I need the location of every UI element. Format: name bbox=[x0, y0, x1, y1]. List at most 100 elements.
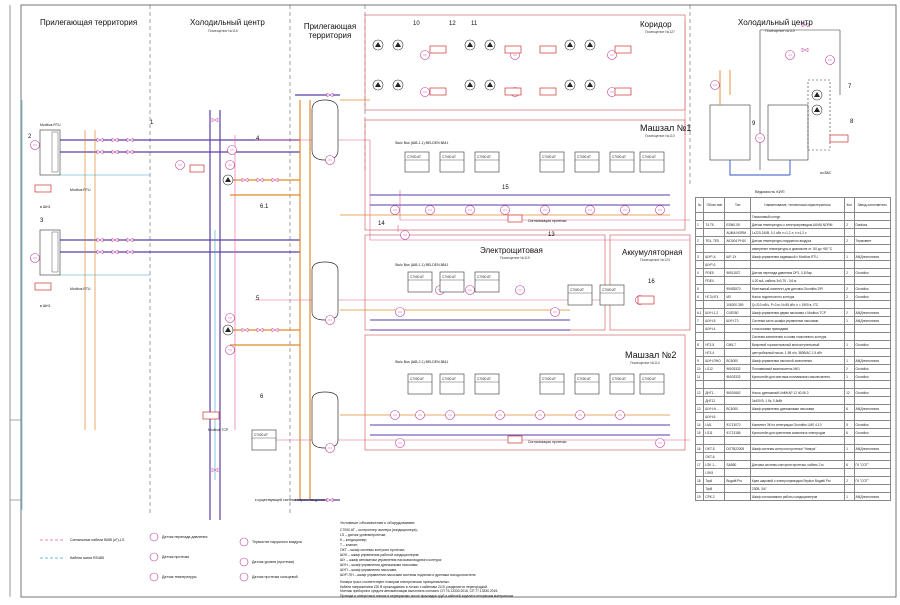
table-cell: АМДтехнологии bbox=[853, 356, 892, 365]
callout-number: 6 bbox=[260, 394, 264, 400]
table-cell bbox=[703, 300, 726, 309]
pump-icon bbox=[372, 39, 384, 51]
table-cell bbox=[844, 276, 855, 285]
modbus-rtu-label-3: Modbus RTU bbox=[40, 123, 61, 127]
sensor-icon bbox=[425, 205, 435, 215]
table-cell: Датчики системы контроля протечки, кабел… bbox=[749, 460, 846, 469]
callout-number: 4 bbox=[256, 136, 260, 142]
table-cell: Т4.Т5 bbox=[703, 220, 726, 229]
table-cell: Поплавковый выключатель MK1 bbox=[749, 364, 846, 373]
table-cell: 6.1 bbox=[694, 308, 705, 317]
table-cell bbox=[703, 284, 726, 293]
rs485-cables bbox=[21, 100, 216, 510]
cabinet-icon bbox=[34, 282, 52, 291]
table-cell: Grundfos bbox=[853, 292, 892, 301]
table-cell: Кронштейн для крепления комплекта электр… bbox=[749, 428, 846, 437]
callout-number: 3 bbox=[40, 218, 44, 224]
table-cell: 91713186 bbox=[724, 428, 751, 437]
legend-sensor-icon bbox=[239, 572, 249, 582]
control-cabinets bbox=[34, 45, 849, 444]
table-cell: 96003332 bbox=[724, 372, 751, 381]
table-cell bbox=[724, 452, 751, 461]
table-cell: 2 bbox=[844, 476, 855, 485]
cabinet-icon bbox=[429, 87, 447, 96]
table-cell: 2 bbox=[694, 236, 705, 245]
table-cell bbox=[853, 260, 892, 269]
sensor-icon bbox=[515, 285, 525, 295]
legend-item: Датчик температуры bbox=[162, 575, 197, 579]
table-cell: 2 bbox=[844, 268, 855, 277]
table-cell: СРК-2 bbox=[703, 492, 726, 501]
table-row: Гликоливый контур bbox=[694, 212, 892, 221]
controller-label: C7000 AT bbox=[542, 155, 556, 159]
valve-icon bbox=[326, 92, 334, 98]
sensor-icon bbox=[655, 438, 665, 448]
sensor-icon bbox=[400, 230, 410, 240]
legend-note: ШУ – шкаф автоматики управления насосами… bbox=[340, 558, 442, 562]
valve-icon bbox=[126, 149, 134, 155]
sensor-icon bbox=[225, 345, 235, 355]
controller-label: C7000 AT bbox=[642, 155, 656, 159]
table-row: ШУР-Б bbox=[694, 260, 892, 269]
callout-number: 5 bbox=[256, 296, 260, 302]
table-cell bbox=[749, 380, 846, 389]
table-cell: Шкаф управления задвижкой с Modbus RTU bbox=[749, 252, 846, 261]
table-cell: ТЕ4, ТЕ5 bbox=[703, 236, 726, 245]
table-cell bbox=[853, 300, 892, 309]
sensor-icon bbox=[585, 205, 595, 215]
table-cell: 12 bbox=[694, 388, 705, 397]
legend-note: ШУР-ПН – шкаф управления насосами систем… bbox=[340, 573, 476, 577]
table-cell: Шкаф управления дренажными насосами bbox=[749, 404, 846, 413]
table-cell: 6 bbox=[844, 428, 855, 437]
sensor-icon bbox=[755, 133, 765, 143]
zone-sub-battery-room: Помещение №124 bbox=[640, 258, 671, 262]
table-cell bbox=[724, 492, 751, 501]
pump-icon bbox=[222, 174, 234, 186]
table-cell bbox=[853, 324, 892, 333]
sensor-icon bbox=[420, 87, 430, 97]
table-cell bbox=[749, 412, 846, 421]
zone-title-machine-room-1: Машзал №1 bbox=[640, 123, 692, 133]
valve-icon bbox=[801, 22, 809, 28]
sensor-icon bbox=[465, 285, 475, 295]
c7000-controller-icon: C7000 AT bbox=[407, 271, 433, 293]
table-cell: Гликоливый контур bbox=[749, 212, 846, 221]
table-cell: 1 bbox=[844, 252, 855, 261]
valve-icon bbox=[241, 327, 249, 333]
table-cell: OKT-6 bbox=[703, 452, 726, 461]
controller-label: C7000 AT bbox=[477, 155, 491, 159]
callout-number: 2 bbox=[28, 134, 32, 140]
table-cell: 15 bbox=[694, 428, 705, 437]
table-cell: 2 bbox=[844, 236, 855, 245]
table-cell bbox=[703, 332, 726, 341]
table-cell bbox=[853, 484, 892, 493]
vks-label: из ВКС bbox=[820, 171, 832, 175]
table-cell bbox=[694, 436, 705, 445]
table-cell bbox=[844, 228, 855, 237]
table-cell: M3 bbox=[724, 292, 751, 301]
table-cell: 5 bbox=[844, 420, 855, 429]
table-cell bbox=[694, 396, 705, 405]
table-cell bbox=[694, 468, 705, 477]
table-cell: 2 bbox=[844, 292, 855, 301]
table-cell: SAB50 bbox=[724, 460, 751, 469]
table-cell bbox=[853, 212, 892, 221]
table-cell bbox=[694, 260, 705, 269]
table-cell: AUMA NORM bbox=[724, 228, 751, 237]
c7000-controller-icon: C7000 AT bbox=[439, 373, 465, 395]
table-row: ШУН-6 bbox=[694, 412, 892, 421]
c7000-controller-icon: C7000 AT bbox=[474, 151, 500, 173]
table-cell: LM1 bbox=[703, 420, 726, 429]
valve-icon bbox=[211, 467, 219, 473]
legend-item: Датчик уровня (протечки) bbox=[252, 560, 295, 564]
cabinet-icon bbox=[614, 87, 632, 96]
sensor-icon bbox=[395, 438, 405, 448]
table-cell: 1 bbox=[844, 356, 855, 365]
callout-number: 9 bbox=[752, 121, 756, 127]
valve-icon bbox=[256, 177, 264, 183]
table-header-cell: Завод-изготовитель bbox=[853, 197, 892, 213]
shch-label-1: в ШН1 bbox=[40, 205, 51, 209]
